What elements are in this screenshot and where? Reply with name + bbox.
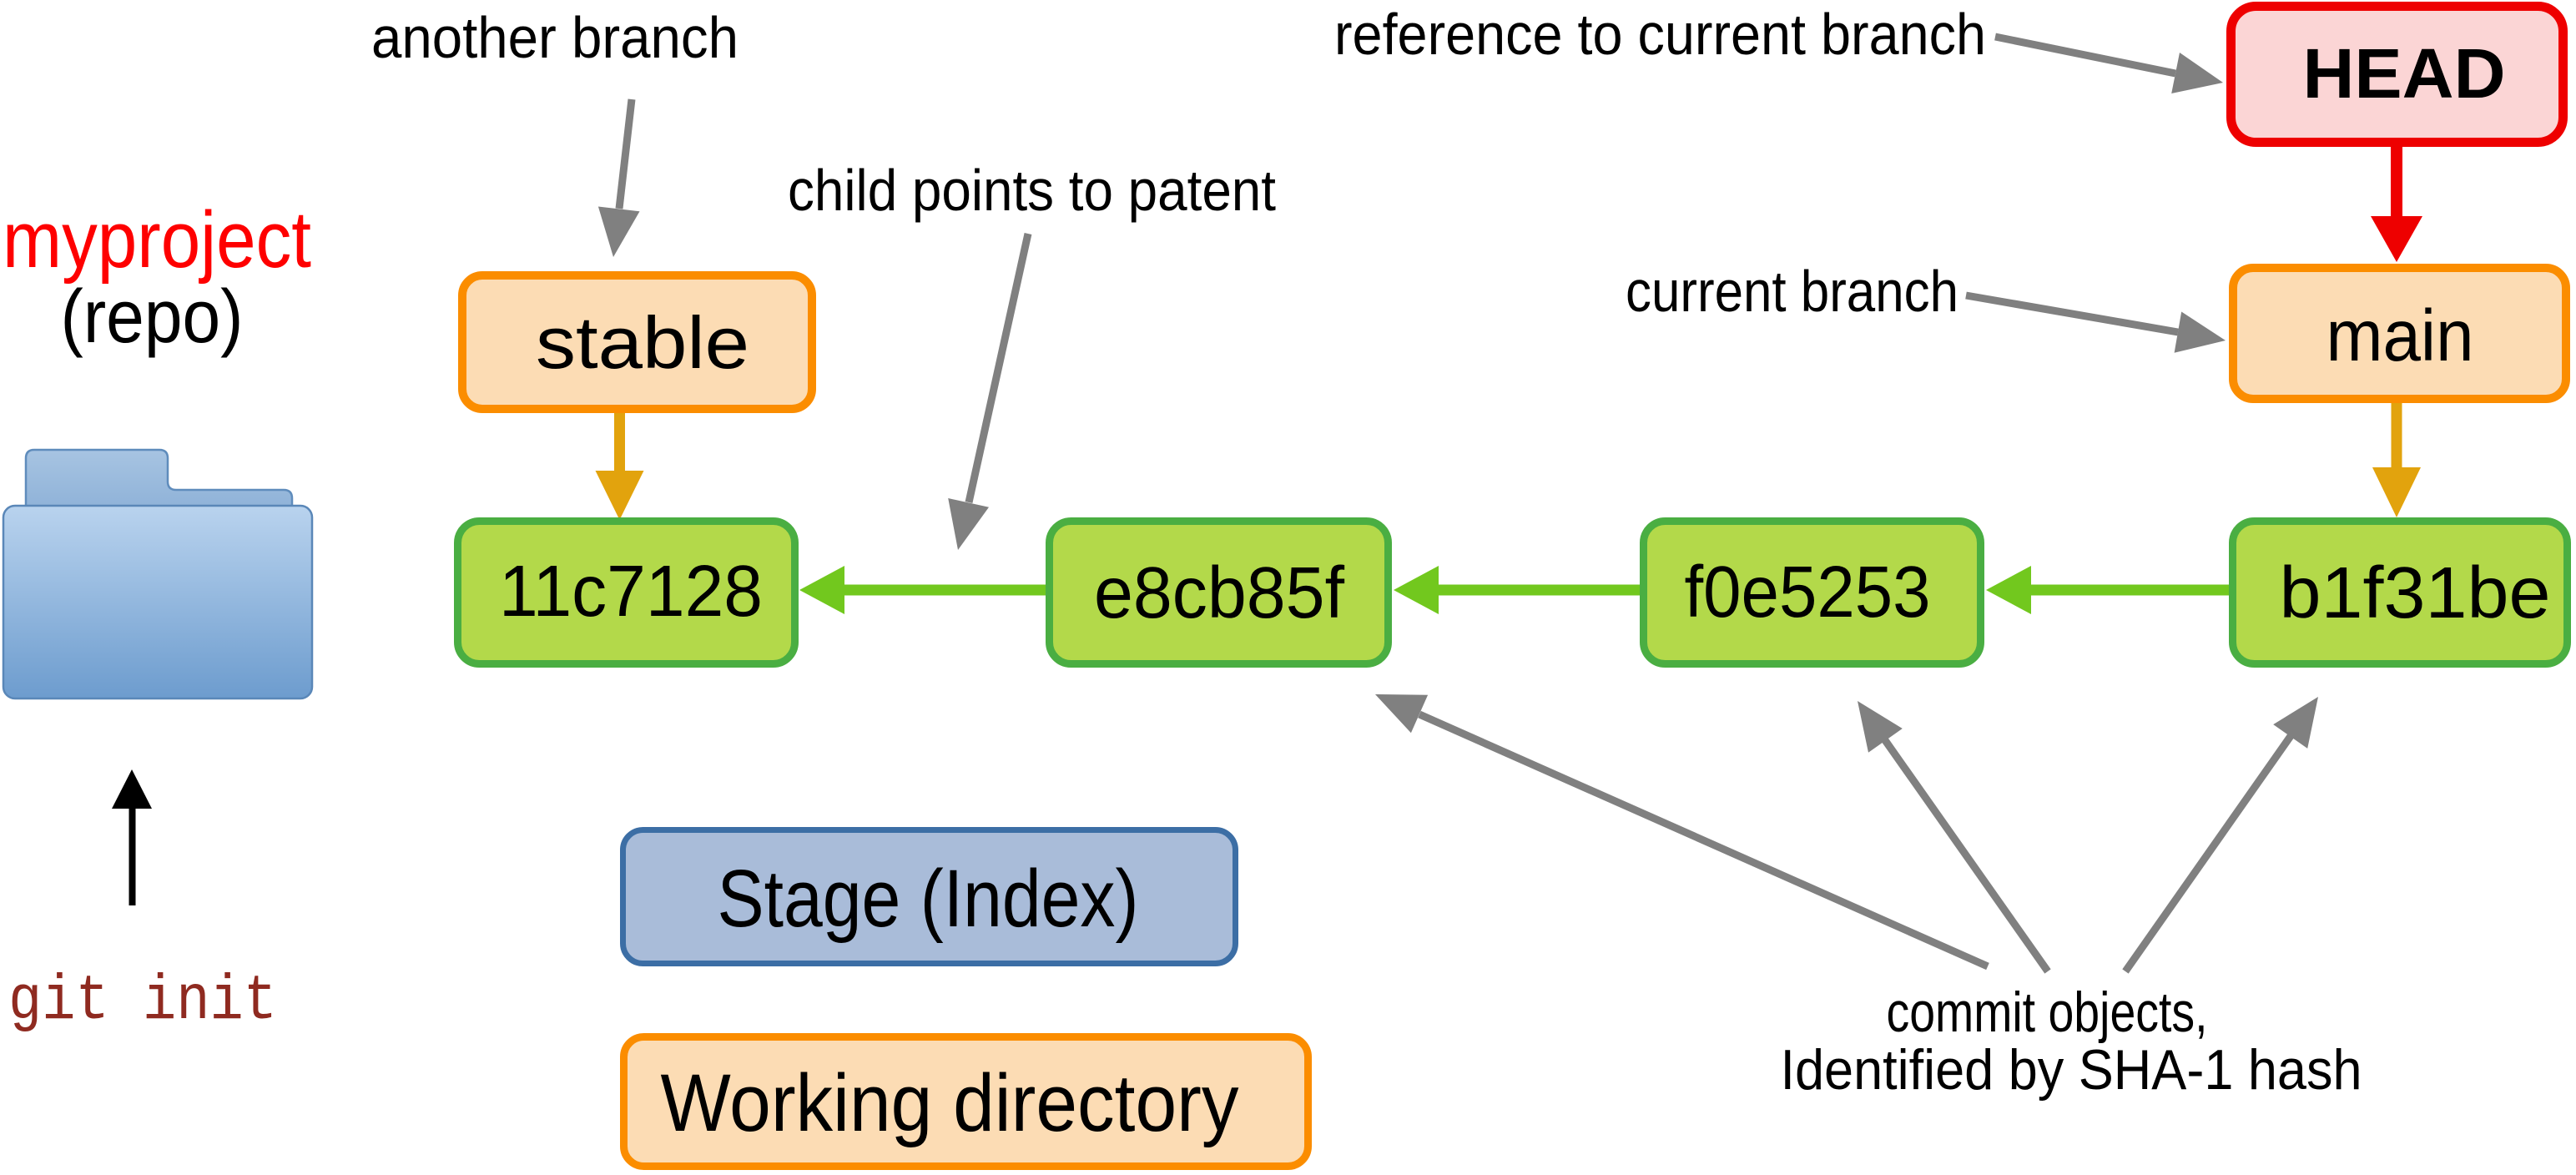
svg-text:f0e5253: f0e5253 xyxy=(1685,552,1931,633)
svg-text:main: main xyxy=(2326,295,2474,376)
svg-text:commit objects,: commit objects, xyxy=(1887,981,2208,1044)
svg-text:e8cb85f: e8cb85f xyxy=(1094,552,1345,633)
svg-text:current branch: current branch xyxy=(1626,259,1958,324)
svg-text:git init: git init xyxy=(8,966,277,1037)
svg-text:Identified by SHA-1 hash: Identified by SHA-1 hash xyxy=(1781,1038,2362,1102)
svg-text:reference to current branch: reference to current branch xyxy=(1334,2,1986,67)
svg-text:11c7128: 11c7128 xyxy=(499,551,763,632)
svg-text:child points to patent: child points to patent xyxy=(788,158,1276,223)
svg-text:Stage (Index): Stage (Index) xyxy=(718,853,1139,944)
svg-text:myproject: myproject xyxy=(3,195,311,285)
svg-text:Working directory: Working directory xyxy=(661,1057,1239,1148)
svg-text:b1f31be: b1f31be xyxy=(2280,552,2551,633)
svg-text:stable: stable xyxy=(536,301,749,384)
svg-text:another branch: another branch xyxy=(371,5,739,70)
svg-text:HEAD: HEAD xyxy=(2303,34,2506,113)
svg-text:(repo): (repo) xyxy=(61,275,244,359)
